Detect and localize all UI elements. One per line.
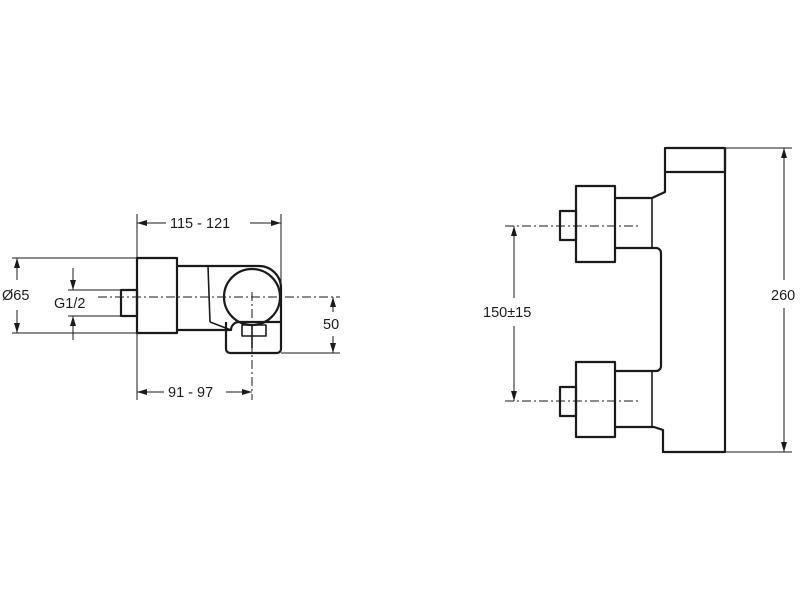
dimension-height: 260 [771,288,795,304]
upper-inlet-flange [574,184,617,264]
dimension-thread: G1/2 [54,296,85,312]
arrowhead [70,316,76,326]
top-cap [663,146,727,174]
body-step [209,321,232,331]
arrowhead [137,220,147,226]
arrowhead [781,442,787,452]
arrowhead [271,220,281,226]
dimension-inlet-spacing: 150±15 [483,305,531,321]
dimension-outlet-drop: 50 [323,317,339,333]
wall-connector [119,288,139,318]
body-joint [207,265,211,323]
main-column [614,148,727,454]
arrowhead [242,389,252,395]
lower-inlet-flange [574,360,617,439]
arrowhead [511,391,517,401]
arrowhead [14,258,20,268]
front-view: 150±15 260 [483,146,795,454]
arrowhead [781,148,787,158]
dimension-depth-outlet: 91 - 97 [168,385,213,401]
arrowhead [330,343,336,353]
arrowhead [14,323,20,333]
arrowhead [137,389,147,395]
outlet-nut [241,324,267,337]
arrowhead [511,226,517,236]
outlet-housing [224,322,283,355]
dimension-depth-overall: 115 - 121 [170,216,230,232]
dimension-diameter: Ø65 [2,288,29,304]
side-view: Ø65 G1/2 115 - 121 91 - 97 50 [2,214,340,401]
wall-flange [135,256,179,335]
arrowhead [70,280,76,290]
arrowhead [330,297,336,307]
